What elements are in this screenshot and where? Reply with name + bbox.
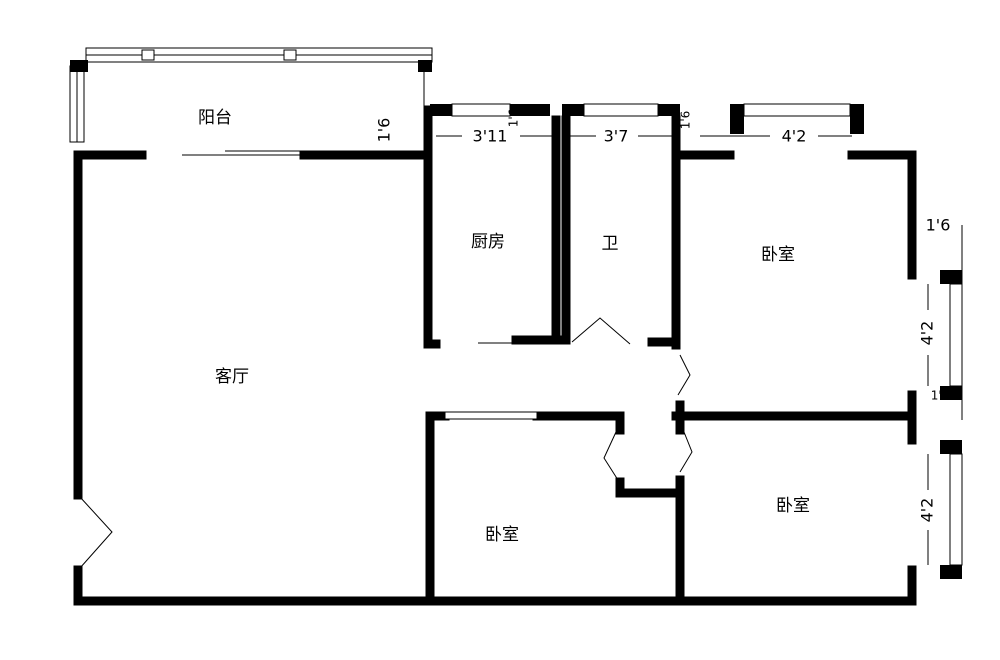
room-label-bedroom-ne: 卧室	[761, 245, 795, 265]
dim-balcony-side: 1'6	[375, 118, 394, 143]
room-label-kitchen: 厨房	[471, 232, 505, 252]
balcony-railing	[69, 47, 433, 150]
room-label-living: 客厅	[215, 367, 249, 387]
walls	[73, 104, 962, 606]
dim-bedroom-ne-width: 4'2	[782, 127, 807, 146]
dim-right-top: 1'6	[926, 216, 951, 235]
dimension-lines	[436, 135, 963, 565]
dim-bath-top: 1'6	[679, 111, 693, 130]
room-label-bathroom: 卫	[602, 234, 619, 254]
doors	[79, 150, 693, 569]
room-label-bedroom-mid: 卧室	[485, 525, 519, 545]
dim-bedroom-se-window: 4'2	[918, 498, 937, 523]
room-label-bedroom-se: 卧室	[776, 496, 810, 516]
dim-kitchen-width: 3'11	[473, 127, 508, 146]
dim-kitchen-top: 1'6	[507, 109, 521, 128]
dim-bedroom-ne-window: 4'2	[918, 321, 937, 346]
room-label-balcony: 阳台	[198, 108, 232, 128]
dim-right-mid: 1'6	[931, 389, 950, 403]
dim-bath-width: 3'7	[604, 127, 629, 146]
windows	[444, 103, 963, 566]
